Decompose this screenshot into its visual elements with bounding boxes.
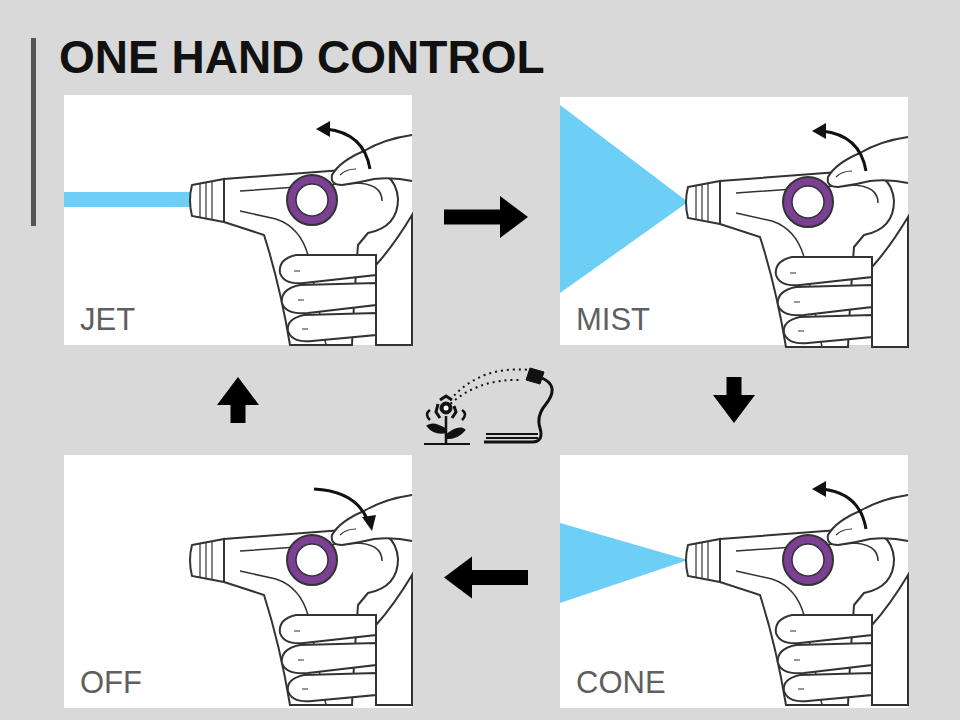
flow-arrow bbox=[444, 557, 528, 599]
flow-arrow bbox=[713, 377, 755, 423]
arrow-shaft bbox=[444, 210, 502, 225]
mode-panel: CONE bbox=[560, 455, 908, 708]
arrow-head bbox=[444, 557, 472, 599]
arrow-shaft bbox=[231, 403, 246, 423]
arrow-head bbox=[217, 377, 259, 405]
flow-arrow bbox=[444, 196, 528, 238]
mode-label: OFF bbox=[80, 666, 142, 700]
mode-label: CONE bbox=[576, 666, 666, 700]
page-title: ONE HAND CONTROL bbox=[59, 30, 545, 84]
arrow-shaft bbox=[470, 570, 528, 585]
mode-label: MIST bbox=[576, 303, 650, 337]
flow-arrow bbox=[217, 377, 259, 423]
mode-panel: OFF bbox=[64, 455, 412, 708]
mode-panel: JET bbox=[64, 95, 412, 345]
arrow-head bbox=[500, 196, 528, 238]
mode-panel: MIST bbox=[560, 97, 908, 345]
arrow-shaft bbox=[727, 377, 742, 397]
arrow-head bbox=[713, 395, 755, 423]
mode-label: JET bbox=[80, 303, 135, 337]
